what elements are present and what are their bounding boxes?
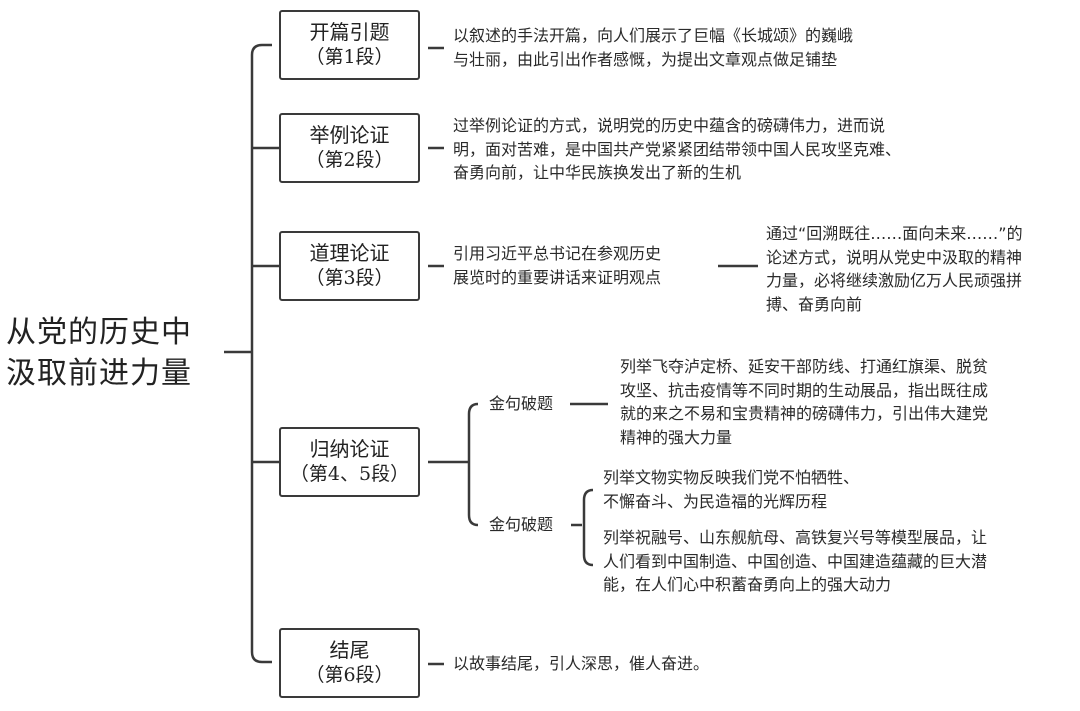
section-box-ending: 结尾 （第6段） [279, 628, 420, 698]
sub-label: 金句破题 [489, 394, 554, 413]
section-description: 以故事结尾，引人深思，催人奋进。 [453, 654, 710, 673]
section-box-example: 举例论证 （第2段） [279, 113, 420, 183]
section-title: 结尾 [329, 638, 370, 662]
section-box-induction: 归纳论证 （第4、5段） [279, 427, 420, 497]
section-title: 开篇引题 [309, 20, 390, 44]
section-extra-description: 通过“回溯既往……面向未来……”的 论述方式，说明从党史中汲取的精神 力量，必将… [766, 224, 1023, 314]
section-paragraph: （第4、5段） [289, 463, 410, 485]
section-box-intro: 开篇引题 （第1段） [279, 10, 420, 80]
root-title: 从党的历史中 汲取前进力量 [6, 315, 192, 391]
section-title: 归纳论证 [309, 437, 390, 461]
section-title: 举例论证 [309, 123, 390, 147]
sub-label: 金句破题 [489, 515, 554, 534]
section-title: 道理论证 [309, 241, 390, 265]
section-paragraph: （第2段） [305, 149, 394, 171]
section-paragraph: （第1段） [305, 46, 394, 68]
sub-description: 列举祝融号、山东舰航母、高铁复兴号等模型展品，让 人们看到中国制造、中国创造、中… [603, 528, 988, 594]
sub-description: 列举飞夺泸定桥、延安干部防线、打通红旗渠、脱贫 攻坚、抗击疫情等不同时期的生动展… [620, 357, 989, 447]
section-description: 过举例论证的方式，说明党的历史中蕴含的磅礴伟力，进而说 明，面对苦难，是中国共产… [453, 116, 902, 182]
section-box-reasoning: 道理论证 （第3段） [279, 231, 420, 301]
sub-description: 列举文物实物反映我们党不怕牺牲、 不懈奋斗、为民造福的光辉历程 [603, 468, 860, 511]
section-paragraph: （第3段） [305, 267, 394, 289]
section-description: 引用习近平总书记在参观历史 展览时的重要讲话来证明观点 [453, 244, 662, 287]
section-paragraph: （第6段） [305, 664, 394, 686]
section-description: 以叙述的手法开篇，向人们展示了巨幅《长城颂》的巍峨 与壮丽，由此引出作者感慨，为… [453, 26, 854, 69]
